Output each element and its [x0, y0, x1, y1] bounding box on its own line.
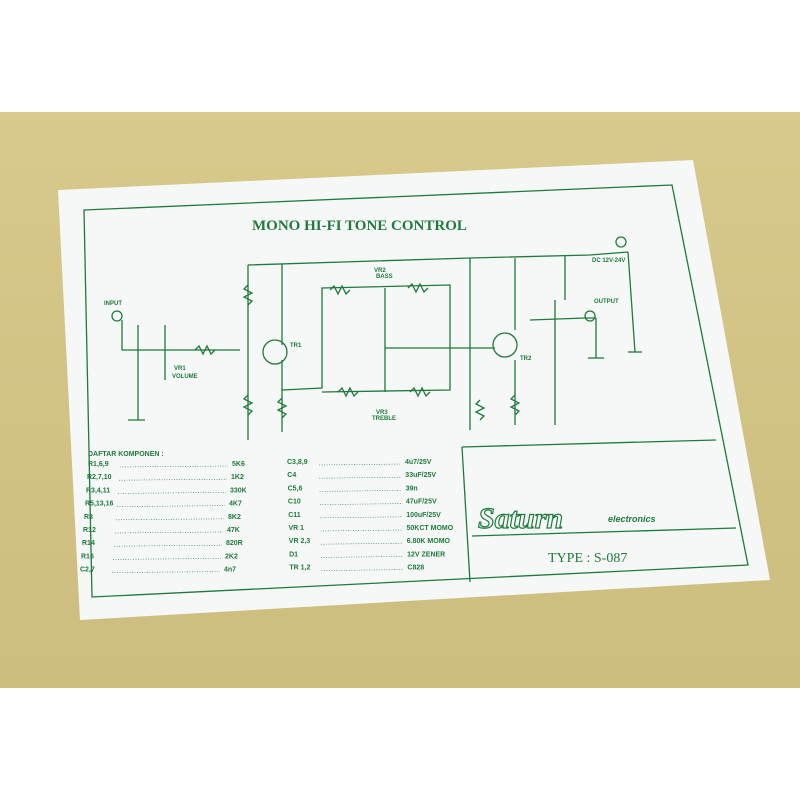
part-value: 50KCT MOMO [407, 525, 454, 532]
part-ref: R5,13,16 [85, 501, 114, 508]
part-leader [114, 531, 224, 534]
type-label: TYPE : S-087 [548, 551, 627, 566]
type-divider [471, 527, 737, 537]
label-tr1: TR1 [290, 343, 302, 349]
part-leader [118, 478, 228, 481]
label-tr2: TR2 [520, 356, 532, 362]
label-input: INPUT [104, 301, 122, 307]
part-leader [320, 516, 403, 519]
label-vr3: VR3 [376, 410, 388, 416]
part-ref: R14 [82, 540, 95, 547]
part-ref: C4 [287, 472, 296, 479]
part-ref: VR 1 [289, 525, 305, 532]
part-ref: R3,4,11 [86, 487, 110, 494]
part-leader [321, 556, 404, 558]
part-value: 39n [406, 485, 418, 492]
label-vr1: VR1 [174, 366, 186, 372]
part-leader [318, 463, 402, 466]
part-value: 4K7 [229, 501, 242, 508]
label-vr2: VR2 [374, 268, 386, 274]
box-divider-v [461, 446, 471, 583]
brand-logo: Saturn [478, 502, 563, 535]
part-value: 4u7/25V [405, 459, 432, 466]
part-value: 5K6 [232, 461, 245, 468]
part-leader [320, 529, 403, 532]
brand-subtitle: electronics [608, 514, 656, 524]
part-value: C828 [407, 565, 424, 572]
part-leader [321, 569, 404, 571]
part-value: 1K2 [231, 474, 244, 481]
part-leader [111, 571, 221, 573]
parts-header: DAFTAR KOMPONEN : [88, 451, 164, 458]
part-leader [115, 518, 225, 521]
part-leader [119, 465, 229, 468]
part-value: 6.80K MOMO [407, 538, 451, 545]
part-ref: C10 [288, 499, 301, 506]
part-value: 820R [226, 540, 243, 547]
part-value: 8K2 [228, 514, 241, 521]
border-frame [83, 184, 749, 598]
circuit [111, 236, 642, 440]
part-leader [116, 505, 226, 507]
part-leader [319, 503, 402, 505]
box-divider [461, 439, 717, 448]
label-dc: DC 12V-24V [592, 258, 625, 264]
part-ref: TR 1,2 [289, 565, 310, 572]
part-value: 33uF/25V [405, 472, 436, 479]
part-value: 2K2 [225, 553, 238, 560]
part-ref: R12 [83, 527, 96, 534]
part-leader [320, 542, 403, 545]
label-bass: BASS [376, 274, 393, 280]
label-output: OUTPUT [594, 299, 619, 305]
page-title: MONO HI-FI TONE CONTROL [252, 218, 467, 234]
part-ref: C2,7 [80, 567, 95, 574]
label-treble: TREBLE [372, 416, 396, 422]
part-ref: C11 [288, 512, 301, 519]
part-ref: D1 [289, 551, 298, 558]
part-value: 4n7 [224, 567, 236, 574]
part-ref: R8 [84, 514, 93, 521]
part-ref: C3,8,9 [287, 459, 308, 466]
part-ref: VR 2,3 [289, 538, 311, 545]
part-value: 47K [227, 527, 240, 534]
part-ref: R1,6,9 [88, 461, 109, 468]
part-leader [112, 558, 222, 560]
label-volume: VOLUME [172, 374, 198, 380]
part-ref: C5,6 [288, 485, 303, 492]
part-value: 12V ZENER [407, 551, 445, 558]
part-value: 100uF/25V [406, 512, 441, 519]
part-leader [319, 476, 402, 479]
part-leader [319, 490, 402, 492]
part-leader [113, 544, 223, 547]
part-leader [117, 492, 227, 494]
part-value: 47uF/25V [406, 499, 437, 506]
part-ref: R2,7,10 [87, 474, 112, 481]
part-value: 330K [230, 487, 247, 494]
part-ref: R16 [81, 553, 94, 560]
